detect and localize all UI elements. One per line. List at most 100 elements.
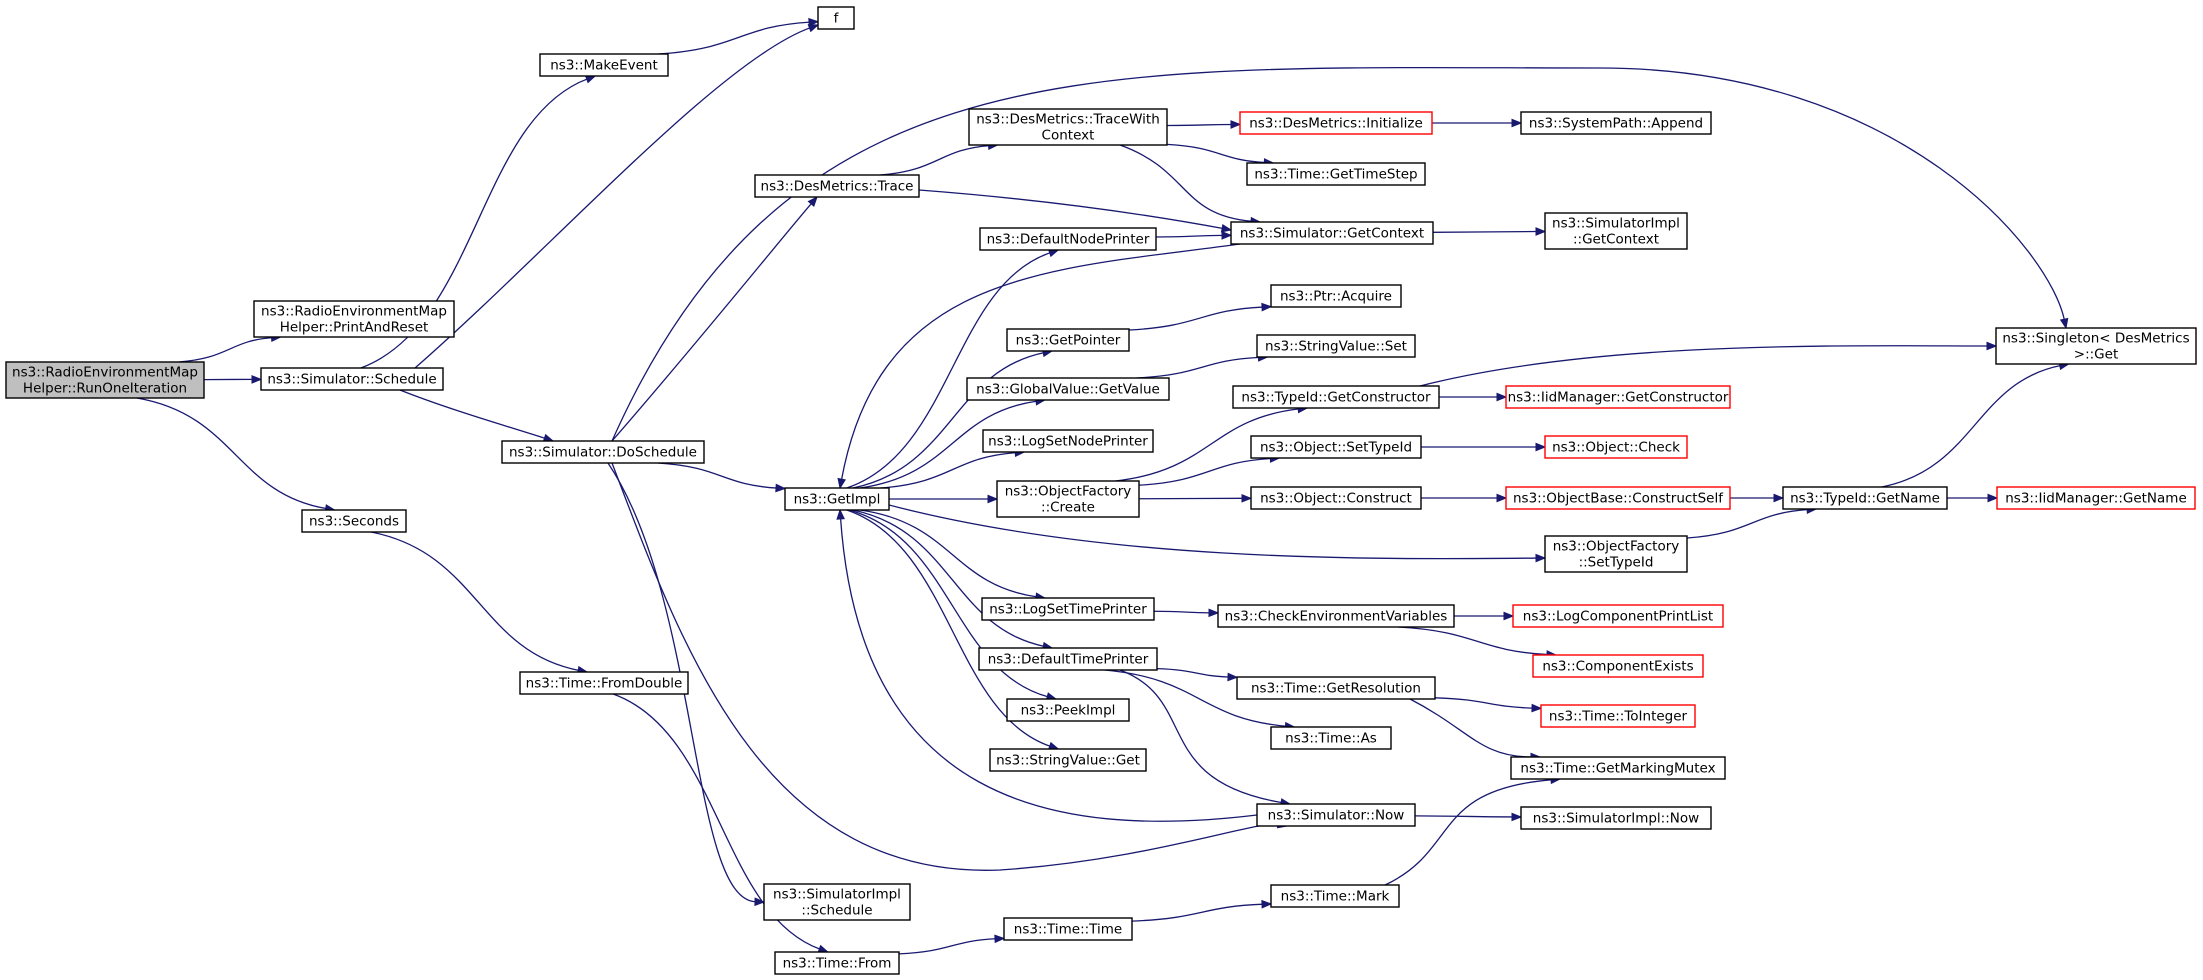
node-label: ::Schedule bbox=[801, 903, 872, 919]
node-time_from[interactable]: ns3::Time::From bbox=[774, 951, 900, 975]
node-doschedule[interactable]: ns3::Simulator::DoSchedule bbox=[501, 440, 705, 464]
node-stringvalue_get[interactable]: ns3::StringValue::Get bbox=[989, 748, 1147, 772]
edge-time_mark-to-time_getmarkingmutex bbox=[1384, 775, 1562, 886]
node-sim_getcontext[interactable]: ns3::Simulator::GetContext bbox=[1230, 221, 1434, 245]
node-box bbox=[1239, 111, 1433, 135]
node-label: ns3::IidManager::GetConstructor bbox=[1508, 390, 1729, 406]
node-time_as[interactable]: ns3::Time::As bbox=[1270, 726, 1392, 750]
node-globalvalue_getvalue[interactable]: ns3::GlobalValue::GetValue bbox=[966, 377, 1170, 401]
node-box bbox=[1006, 698, 1130, 722]
node-objectbase_constructself[interactable]: ns3::ObjectBase::ConstructSelf bbox=[1505, 486, 1731, 510]
edge-doschedule-to-desmetrics_trace bbox=[611, 195, 818, 442]
node-componentexists[interactable]: ns3::ComponentExists bbox=[1532, 654, 1704, 678]
edge-getpointer-to-ptr_acquire bbox=[1128, 302, 1273, 331]
node-time_time[interactable]: ns3::Time::Time bbox=[1003, 917, 1133, 941]
node-root[interactable]: ns3::RadioEnvironmentMapHelper::RunOneIt… bbox=[5, 361, 205, 399]
node-box bbox=[1250, 435, 1422, 459]
node-singleton_get[interactable]: ns3::Singleton< DesMetrics>::Get bbox=[1995, 327, 2197, 365]
node-time_gettimestep[interactable]: ns3::Time::GetTimeStep bbox=[1246, 162, 1426, 186]
node-typeid_getconstructor[interactable]: ns3::TypeId::GetConstructor bbox=[1232, 385, 1440, 409]
node-label: Helper::PrintAndReset bbox=[280, 320, 429, 336]
node-box bbox=[754, 174, 920, 198]
node-iidmanager_getname[interactable]: ns3::IidManager::GetName bbox=[1996, 486, 2196, 510]
node-logsettimeprinter[interactable]: ns3::LogSetTimePrinter bbox=[981, 597, 1155, 621]
node-seconds[interactable]: ns3::Seconds bbox=[301, 509, 407, 533]
edge-logsettimeprinter-to-checkenvvars bbox=[1153, 608, 1220, 618]
node-box bbox=[1006, 328, 1130, 352]
edge-typeid_getname-to-iidmanager_getname bbox=[1947, 493, 1999, 503]
node-box bbox=[1996, 486, 2196, 510]
node-label: ns3::Ptr::Acquire bbox=[1280, 289, 1392, 305]
node-objectfactory_create[interactable]: ns3::ObjectFactory::Create bbox=[996, 480, 1140, 518]
node-object_check[interactable]: ns3::Object::Check bbox=[1544, 435, 1688, 459]
edge-sim_now-to-getimpl bbox=[836, 508, 1258, 822]
node-logsetnodeprinter[interactable]: ns3::LogSetNodePrinter bbox=[982, 429, 1154, 453]
node-checkenvvars[interactable]: ns3::CheckEnvironmentVariables bbox=[1217, 604, 1455, 628]
node-label: ns3::MakeEvent bbox=[550, 58, 658, 74]
node-schedule[interactable]: ns3::Simulator::Schedule bbox=[260, 367, 444, 391]
node-fromdouble[interactable]: ns3::Time::FromDouble bbox=[519, 671, 689, 695]
node-iidmanager_getconstructor[interactable]: ns3::IidManager::GetConstructor bbox=[1505, 385, 1731, 409]
node-box bbox=[1544, 435, 1688, 459]
node-label: ::GetContext bbox=[1573, 232, 1659, 248]
node-time_mark[interactable]: ns3::Time::Mark bbox=[1270, 884, 1400, 908]
node-time_getmarkingmutex[interactable]: ns3::Time::GetMarkingMutex bbox=[1510, 756, 1726, 780]
node-label: Helper::RunOneIteration bbox=[23, 381, 187, 397]
node-sim_now[interactable]: ns3::Simulator::Now bbox=[1256, 803, 1416, 827]
node-desmetrics_initialize[interactable]: ns3::DesMetrics::Initialize bbox=[1239, 111, 1433, 135]
node-logcomponentprintlist[interactable]: ns3::LogComponentPrintList bbox=[1512, 604, 1724, 628]
node-label: ns3::SimulatorImpl::Now bbox=[1533, 811, 1699, 827]
node-f[interactable]: f bbox=[817, 6, 855, 30]
node-box bbox=[5, 361, 205, 399]
node-box bbox=[981, 597, 1155, 621]
node-desmetrics_trace[interactable]: ns3::DesMetrics::Trace bbox=[754, 174, 920, 198]
node-label: ns3::Object::Construct bbox=[1260, 491, 1412, 507]
edge-objectbase_constructself-to-typeid_getname bbox=[1730, 493, 1785, 503]
node-defaultnodeprinter[interactable]: ns3::DefaultNodePrinter bbox=[979, 227, 1157, 251]
node-defaulttimeprinter[interactable]: ns3::DefaultTimePrinter bbox=[978, 647, 1158, 671]
node-label: ns3::TypeId::GetConstructor bbox=[1241, 390, 1431, 406]
node-label: ns3::PeekImpl bbox=[1021, 703, 1116, 719]
node-box bbox=[968, 108, 1168, 146]
edge-root-to-printreset bbox=[178, 333, 282, 363]
edge-root-to-seconds bbox=[136, 397, 336, 513]
node-systempath_append[interactable]: ns3::SystemPath::Append bbox=[1520, 111, 1712, 135]
node-ptr_acquire[interactable]: ns3::Ptr::Acquire bbox=[1270, 284, 1402, 308]
node-time_tointeger[interactable]: ns3::Time::ToInteger bbox=[1540, 704, 1696, 728]
node-box bbox=[301, 509, 407, 533]
node-label: ns3::ObjectFactory bbox=[1005, 484, 1132, 500]
node-getpointer[interactable]: ns3::GetPointer bbox=[1006, 328, 1130, 352]
node-label: ns3::ObjectBase::ConstructSelf bbox=[1513, 491, 1724, 507]
node-simimpl_getcontext[interactable]: ns3::SimulatorImpl::GetContext bbox=[1544, 212, 1688, 250]
node-box bbox=[763, 883, 911, 921]
node-printreset[interactable]: ns3::RadioEnvironmentMapHelper::PrintAnd… bbox=[253, 300, 455, 338]
node-label: ns3::StringValue::Get bbox=[996, 753, 1140, 769]
node-box bbox=[1246, 162, 1426, 186]
edge-time_getresolution-to-time_getmarkingmutex bbox=[1409, 698, 1542, 762]
node-typeid_getname[interactable]: ns3::TypeId::GetName bbox=[1782, 486, 1948, 510]
node-makeevent[interactable]: ns3::MakeEvent bbox=[539, 53, 669, 77]
node-time_getresolution[interactable]: ns3::Time::GetResolution bbox=[1236, 676, 1436, 700]
node-box bbox=[996, 480, 1140, 518]
node-label: ns3::Simulator::GetContext bbox=[1240, 226, 1424, 242]
edge-getimpl-to-objectfactory_create bbox=[889, 494, 999, 504]
edge-globalvalue_getvalue-to-stringvalue_set bbox=[1136, 353, 1269, 379]
node-simimpl_schedule[interactable]: ns3::SimulatorImpl::Schedule bbox=[763, 883, 911, 921]
node-getimpl[interactable]: ns3::GetImpl bbox=[784, 487, 890, 511]
node-label: ns3::DefaultNodePrinter bbox=[987, 232, 1150, 248]
node-label: ns3::GetImpl bbox=[794, 492, 881, 508]
node-box bbox=[982, 429, 1154, 453]
node-peekimpl[interactable]: ns3::PeekImpl bbox=[1006, 698, 1130, 722]
node-object_settypeid[interactable]: ns3::Object::SetTypeId bbox=[1250, 435, 1422, 459]
edge-desmetrics_initialize-to-systempath_append bbox=[1432, 118, 1523, 128]
node-label: f bbox=[834, 11, 840, 27]
node-stringvalue_set[interactable]: ns3::StringValue::Set bbox=[1256, 334, 1416, 358]
node-box bbox=[1270, 284, 1402, 308]
node-object_construct[interactable]: ns3::Object::Construct bbox=[1250, 486, 1422, 510]
node-objectfactory_settypeid[interactable]: ns3::ObjectFactory::SetTypeId bbox=[1544, 535, 1688, 573]
node-simimpl_now[interactable]: ns3::SimulatorImpl::Now bbox=[1520, 806, 1712, 830]
edge-typeid_getconstructor-to-iidmanager_getconstructor bbox=[1439, 392, 1508, 402]
node-box bbox=[1520, 806, 1712, 830]
